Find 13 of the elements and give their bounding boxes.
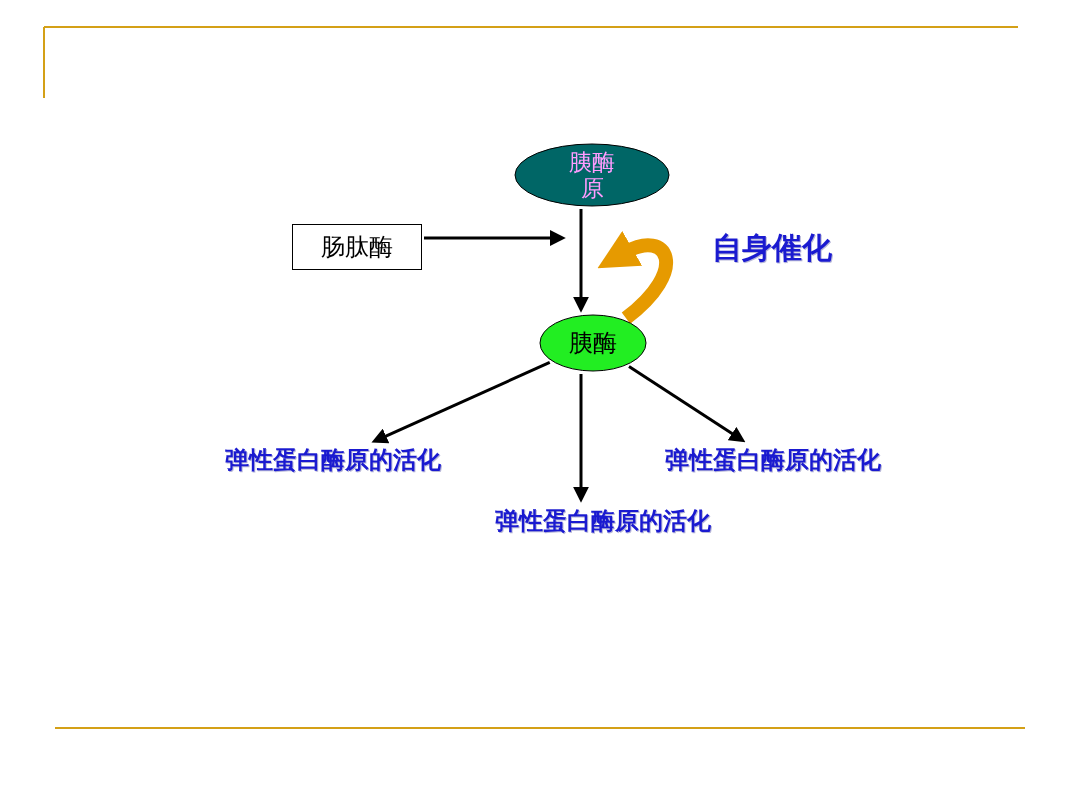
enzyme-box: 肠肽酶	[292, 224, 422, 270]
arrow	[573, 374, 589, 503]
outcome-label: 弹性蛋白酶原的活化	[450, 504, 755, 538]
curved-arrow	[596, 230, 673, 324]
outcome-label: 弹性蛋白酶原的活化	[180, 443, 485, 477]
arrow	[371, 361, 551, 444]
arrow	[424, 230, 566, 246]
ellipse-node: 胰酶原	[514, 143, 670, 207]
arrow	[573, 209, 589, 313]
arrow	[628, 365, 746, 443]
outcome-label: 弹性蛋白酶原的活化	[620, 443, 925, 477]
note-text: 自身催化	[712, 229, 832, 267]
ellipse-node: 胰酶	[539, 314, 647, 372]
